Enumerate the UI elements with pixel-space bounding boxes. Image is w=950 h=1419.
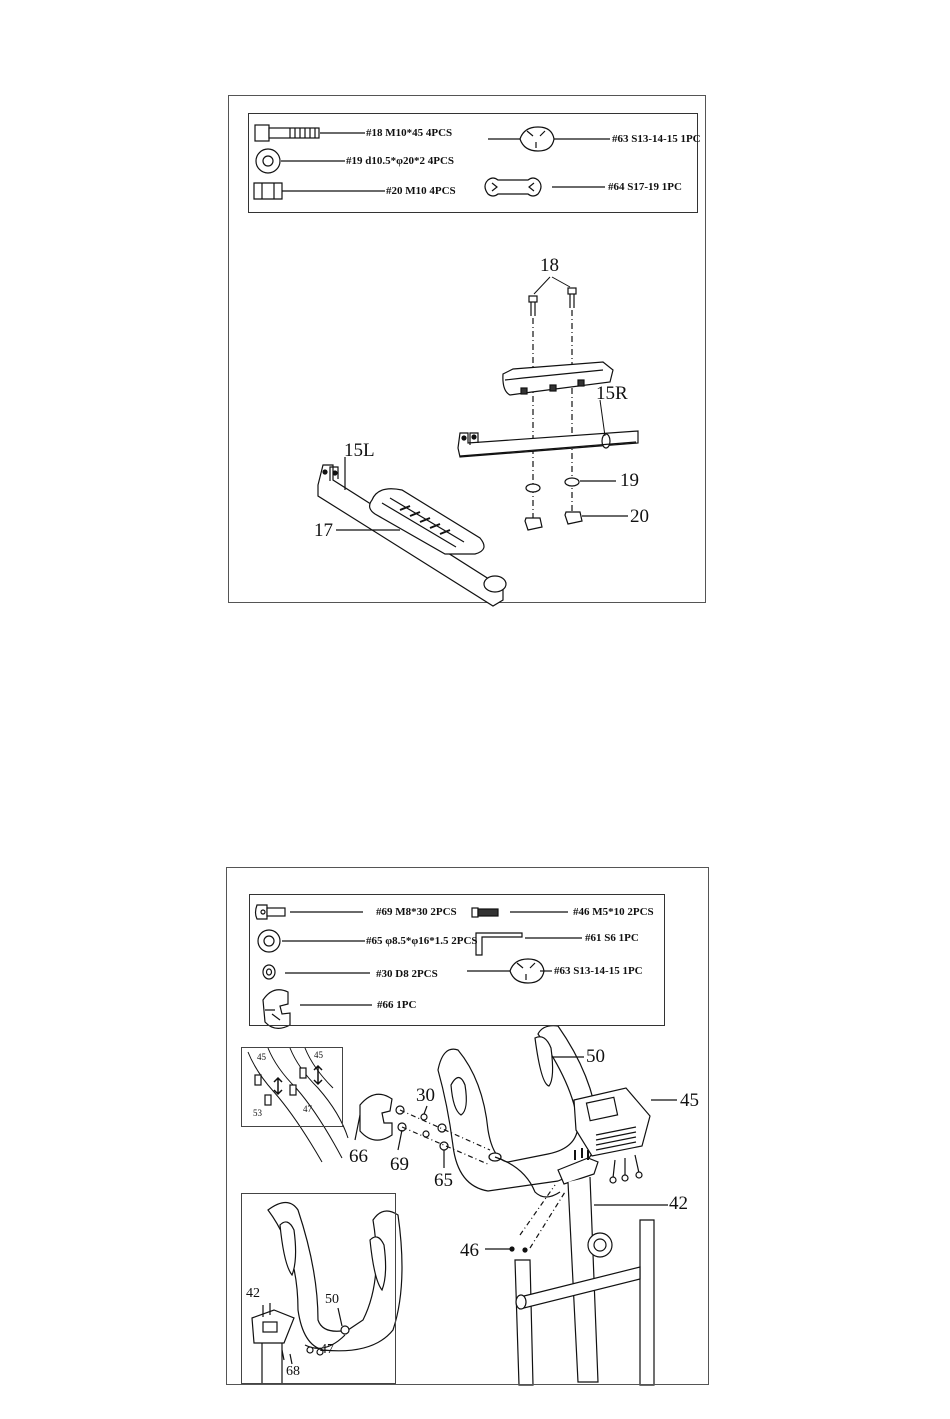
callout-50: 50 [586, 1046, 605, 1068]
callout-15l: 15L [344, 440, 375, 462]
inset-callout-47: 47 [303, 1104, 312, 1114]
part-label-20: #20 M10 4PCS [386, 185, 456, 197]
inset-callout-42: 42 [246, 1286, 260, 1302]
callout-46: 46 [460, 1240, 479, 1262]
part-label-61: #61 S6 1PC [585, 932, 639, 944]
nut-20-left [525, 518, 542, 530]
nut-20-right [565, 512, 582, 524]
part-label-63b: #63 S13-14-15 1PC [554, 965, 643, 977]
washer-19-left [526, 484, 540, 492]
part-label-19: #19 d10.5*φ20*2 4PCS [346, 155, 454, 167]
callout-45: 45 [680, 1090, 699, 1112]
pedal-arm-15r [458, 431, 638, 457]
callout-17: 17 [314, 520, 333, 542]
washer-19-right [565, 478, 579, 486]
inset-callout-53: 53 [253, 1108, 262, 1118]
inset-callout-68: 68 [286, 1364, 300, 1380]
bolt-icon [255, 125, 319, 141]
part-label-66: #66 1PC [377, 999, 416, 1011]
part-label-46: #46 M5*10 2PCS [573, 906, 654, 918]
callout-69: 69 [390, 1154, 409, 1176]
callout-15r: 15R [596, 383, 628, 405]
spanner-icon [485, 178, 541, 196]
inset-callout-47: 47 [320, 1342, 334, 1358]
part-label-65: #65 φ8.5*φ16*1.5 2PCS [366, 935, 478, 947]
part-label-64: #64 S17-19 1PC [608, 181, 682, 193]
part-label-18: #18 M10*45 4PCS [366, 127, 452, 139]
inset-callout-45-right: 45 [314, 1050, 323, 1060]
part-label-30: #30 D8 2PCS [376, 968, 438, 980]
inset-callout-50: 50 [325, 1292, 339, 1308]
callout-18: 18 [540, 255, 559, 277]
part-label-63: #63 S13-14-15 1PC [612, 133, 701, 145]
inset-callout-45-left: 45 [257, 1052, 266, 1062]
callout-19: 19 [620, 470, 639, 492]
part-label-69: #69 M8*30 2PCS [376, 906, 457, 918]
handlebar-detail-inset [241, 1193, 396, 1384]
bolt-18-left [529, 296, 537, 316]
callout-42: 42 [669, 1193, 688, 1215]
callout-20: 20 [630, 506, 649, 528]
bolt-18-right [568, 288, 576, 308]
footplate-17 [370, 489, 484, 554]
nut-icon [254, 183, 282, 199]
callout-30: 30 [416, 1085, 435, 1107]
callout-65: 65 [434, 1170, 453, 1192]
callout-66: 66 [349, 1146, 368, 1168]
wrench-icon [488, 127, 554, 151]
washer-icon [256, 149, 280, 173]
